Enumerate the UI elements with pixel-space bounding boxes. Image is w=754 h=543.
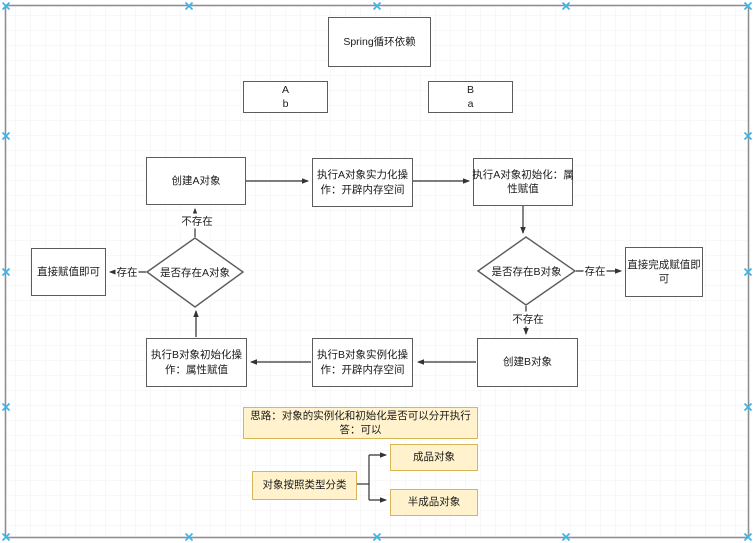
node-create-b[interactable]: 创建B对象 [477, 338, 578, 387]
edge-label-check-b-not-exist[interactable]: 不存在 [511, 311, 545, 327]
node-idea-note[interactable]: 思路：对象的实例化和初始化是否可以分开执行 答：可以 [243, 407, 478, 439]
node-b-instantiate[interactable]: 执行B对象实例化操 作：开辟内存空间 [312, 338, 413, 387]
node-direct-assign[interactable]: 直接赋值即可 [31, 248, 106, 296]
node-class-b[interactable]: B a [428, 81, 513, 113]
node-semi-finished-object[interactable]: 半成品对象 [390, 489, 478, 516]
node-create-a[interactable]: 创建A对象 [146, 157, 246, 205]
node-a-instantiate[interactable]: 执行A对象实力化操 作：开辟内存空间 [312, 158, 413, 207]
decision-check-a-label[interactable]: 是否存在A对象 [159, 267, 230, 279]
node-classify[interactable]: 对象按照类型分类 [252, 471, 357, 500]
decision-check-a-shape[interactable] [145, 237, 245, 308]
node-b-initialize[interactable]: 执行B对象初始化操 作：属性赋值 [146, 338, 247, 387]
edge-label-check-a-exist[interactable]: 存在 [115, 264, 139, 280]
edge-label-check-a-not-exist[interactable]: 不存在 [180, 213, 214, 229]
node-spring-title[interactable]: Spring循环依赖 [328, 17, 431, 67]
decision-check-b-shape[interactable] [476, 236, 577, 306]
decision-check-b-label[interactable]: 是否存在B对象 [491, 265, 562, 278]
edge-label-check-b-exist[interactable]: 存在 [583, 263, 607, 279]
node-finished-object[interactable]: 成品对象 [390, 444, 478, 471]
node-a-initialize[interactable]: 执行A对象初始化：属 性赋值 [472, 158, 574, 206]
node-direct-complete[interactable]: 直接完成赋值即 可 [625, 247, 703, 297]
node-class-a[interactable]: A b [243, 81, 328, 113]
